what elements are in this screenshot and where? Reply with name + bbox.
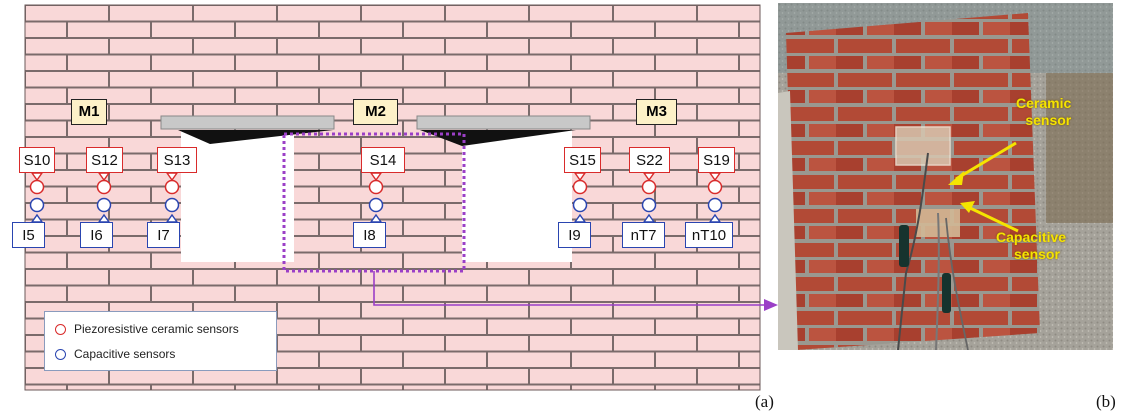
- capacitive-sensor-label: I6: [80, 222, 113, 248]
- piezo-sensor-marker: [29, 179, 45, 195]
- piezo-sensor-label: S22: [629, 147, 670, 173]
- capacitive-sensor-marker: [641, 197, 657, 213]
- window-opening-right: [462, 130, 572, 262]
- capacitive-sensor-marker: [29, 197, 45, 213]
- capacitive-sensor-label: I7: [147, 222, 180, 248]
- piezo-callout-tail: [369, 172, 383, 182]
- legend-capacitive-label: Capacitive sensors: [74, 347, 176, 361]
- window-opening-left: [181, 130, 294, 262]
- piezo-sensor-label: S13: [157, 147, 197, 173]
- module-label-m2: M2: [353, 99, 398, 125]
- caption-b: (b): [1096, 392, 1116, 411]
- capacitive-sensor-marker: [368, 197, 384, 213]
- piezo-sensor-marker: [96, 179, 112, 195]
- piezo-callout-tail: [708, 172, 722, 182]
- piezo-sensor-label: S12: [86, 147, 123, 173]
- capacitive-label-line1: Capacitive: [996, 229, 1067, 245]
- sensor-installation-photo: Ceramic sensor Capacitive sensor: [778, 3, 1113, 350]
- piezo-sensor-marker: [368, 179, 384, 195]
- piezo-sensor-label: S10: [19, 147, 55, 173]
- piezo-callout-tail: [642, 172, 656, 182]
- highlight-region: [282, 132, 466, 273]
- highlight-arrow-line: [373, 271, 764, 306]
- module-label-m1: M1: [71, 99, 107, 125]
- capacitive-sensor-label: I5: [12, 222, 45, 248]
- lintel-left: [160, 115, 335, 130]
- capacitive-sensor-marker: [707, 197, 723, 213]
- piezo-sensor-marker: [572, 179, 588, 195]
- ceramic-sensor-annotation: Ceramic sensor: [1016, 95, 1071, 129]
- capacitive-sensor-label: nT7: [622, 222, 665, 248]
- piezo-sensor-marker: [707, 179, 723, 195]
- legend-piezo-label: Piezoresistive ceramic sensors: [74, 322, 239, 336]
- piezo-sensor-label: S19: [698, 147, 735, 173]
- highlight-arrow-head: [764, 299, 778, 311]
- piezo-sensor-marker: [164, 179, 180, 195]
- legend-item-piezo: Piezoresistive ceramic sensors: [55, 322, 239, 336]
- piezo-callout-tail: [30, 172, 44, 182]
- piezo-sensor-label: S15: [564, 147, 601, 173]
- legend: Piezoresistive ceramic sensors Capacitiv…: [44, 311, 277, 371]
- lintel-right: [416, 115, 591, 130]
- capacitive-sensor-label: nT10: [685, 222, 733, 248]
- piezo-callout-tail: [573, 172, 587, 182]
- legend-item-capacitive: Capacitive sensors: [55, 347, 175, 361]
- capacitive-sensor-marker: [96, 197, 112, 213]
- blue-circle-icon: [55, 348, 66, 360]
- crack-left: [178, 130, 333, 144]
- capacitive-sensor-label: I9: [558, 222, 591, 248]
- capacitive-sensor-annotation: Capacitive sensor: [996, 229, 1066, 263]
- sensor-markers: [29, 172, 723, 223]
- caption-a: (a): [755, 392, 774, 411]
- capacitive-sensor-marker: [164, 197, 180, 213]
- capacitive-sensor-label: I8: [353, 222, 386, 248]
- ceramic-label-line1: Ceramic: [1016, 95, 1072, 111]
- piezo-callout-tail: [97, 172, 111, 182]
- capacitive-label-line2: sensor: [1014, 246, 1060, 262]
- piezo-callout-tail: [165, 172, 179, 182]
- piezo-sensor-marker: [641, 179, 657, 195]
- ceramic-label-line2: sensor: [1025, 112, 1072, 128]
- red-circle-icon: [55, 323, 66, 335]
- photo-illustration: [778, 3, 1113, 350]
- capacitive-sensor-marker: [572, 197, 588, 213]
- piezo-sensor-label: S14: [361, 147, 405, 173]
- module-label-m3: M3: [636, 99, 677, 125]
